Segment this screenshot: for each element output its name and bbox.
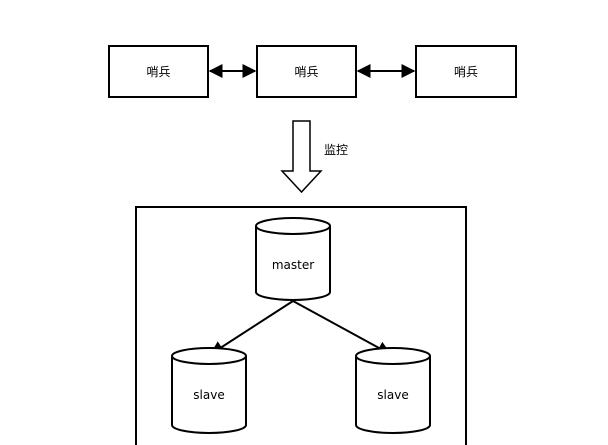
master-node: master <box>255 217 331 301</box>
master-label: master <box>272 258 314 272</box>
cluster-frame <box>135 206 467 445</box>
sentinel-node-2: 哨兵 <box>256 45 357 98</box>
sentinel-node-1: 哨兵 <box>108 45 209 98</box>
replication-arrow-left <box>209 300 294 355</box>
slave-node-right: slave <box>355 347 431 434</box>
slave-label: slave <box>377 388 408 402</box>
slave-node-left: slave <box>171 347 247 434</box>
sentinel-label: 哨兵 <box>294 64 318 79</box>
sentinel-node-3: 哨兵 <box>415 45 517 98</box>
slave-label: slave <box>193 388 224 402</box>
monitor-arrow <box>280 120 323 194</box>
sentinel-label: 哨兵 <box>146 64 170 79</box>
monitor-label: 监控 <box>324 143 348 157</box>
sentinel-label: 哨兵 <box>454 64 478 79</box>
replication-arrow-right <box>292 300 392 355</box>
